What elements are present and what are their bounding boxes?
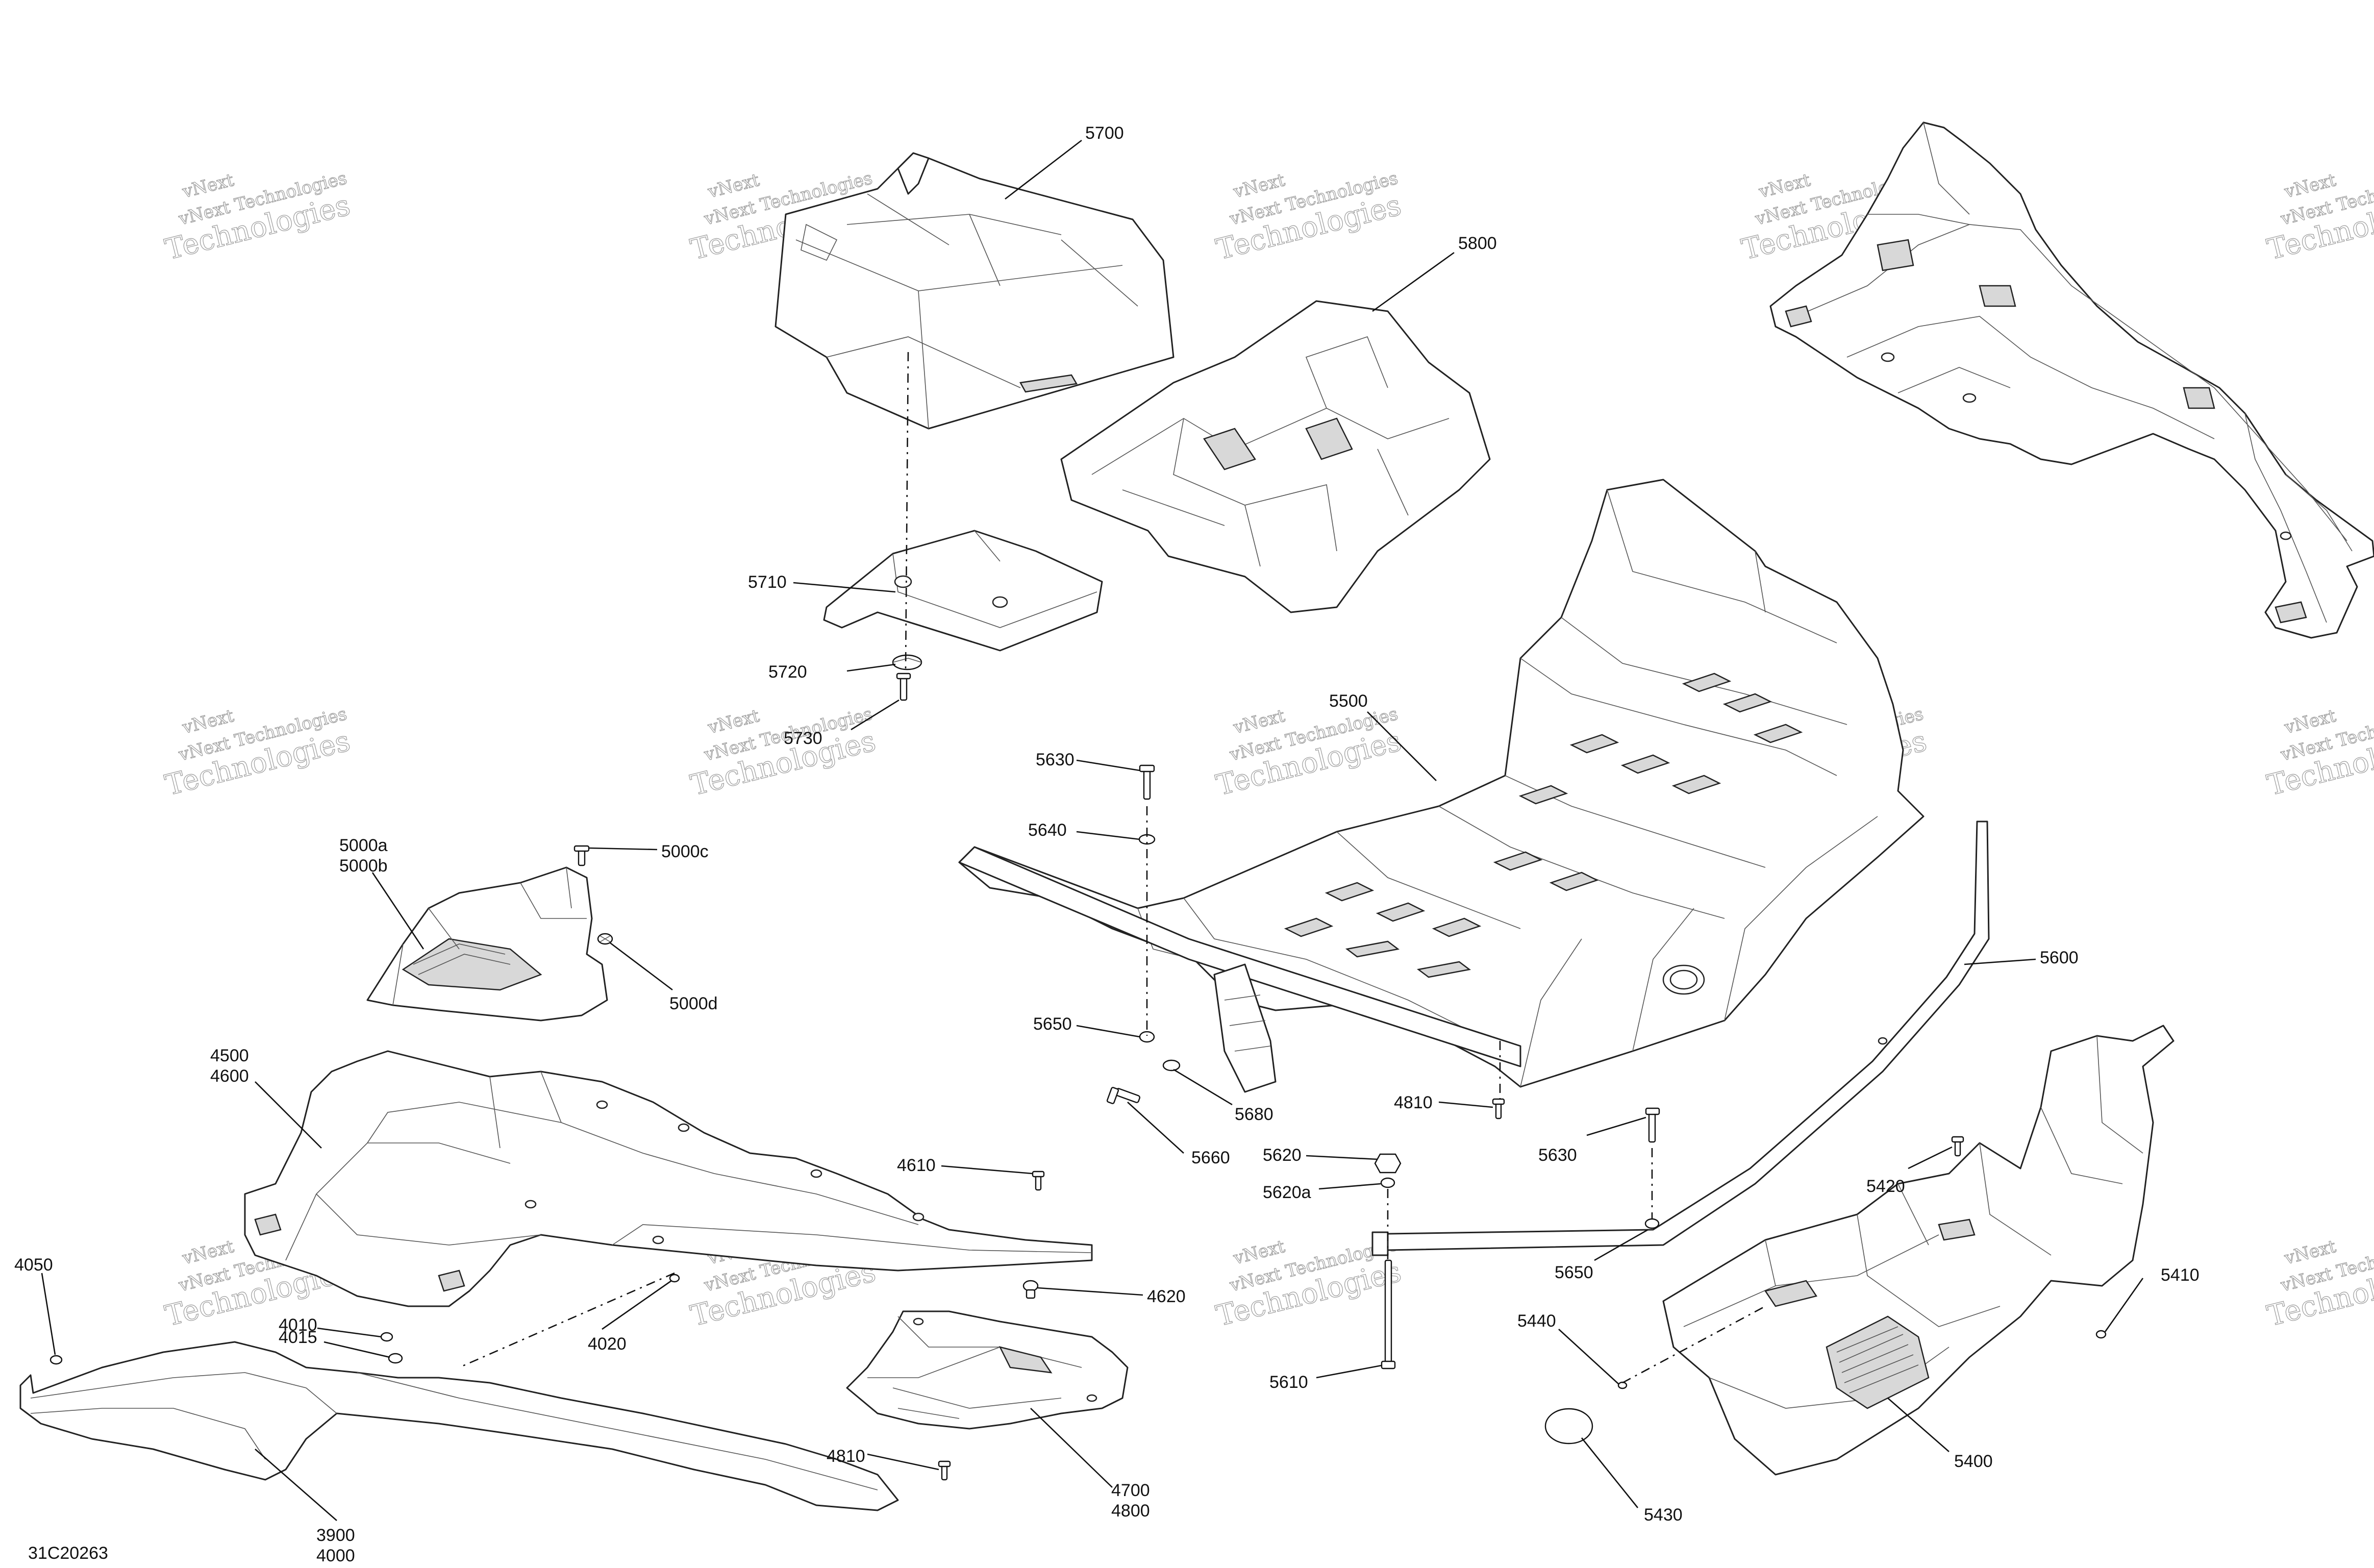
part-5600-tube-frame <box>1371 820 1990 1256</box>
callout-5710: 5710 <box>748 573 787 592</box>
part-4810-fastener-lower <box>938 1460 951 1481</box>
part-4700-skid-plate <box>846 1310 1129 1430</box>
callout-5700: 5700 <box>1085 123 1124 143</box>
part-rear-fender-assembly <box>1769 121 2374 639</box>
callout-4050: 4050 <box>14 1255 53 1275</box>
watermark: vNext vNext Technologies Technologies <box>1213 704 1405 803</box>
part-5800-tray <box>1060 300 1491 613</box>
part-5000-side-vent <box>366 866 608 1022</box>
watermark: vNext vNext Technologies Technologies <box>2264 168 2374 267</box>
part-5440-rivet <box>1617 1381 1628 1389</box>
part-5650-nut-lower <box>1644 1218 1660 1229</box>
callout-5720: 5720 <box>768 662 807 682</box>
watermark: vNext vNext Technologies Technologies <box>162 704 354 803</box>
part-5430-cap <box>1544 1408 1593 1445</box>
part-5710-plate <box>823 530 1103 652</box>
part-5620-nut <box>1374 1153 1402 1174</box>
callout-5630-lower: 5630 <box>1538 1146 1577 1165</box>
callout-5410: 5410 <box>2161 1265 2200 1285</box>
callout-5620a: 5620a <box>1263 1183 1311 1202</box>
part-5730-screw <box>896 673 911 701</box>
callout-5640: 5640 <box>1028 820 1067 840</box>
part-4010-screw <box>380 1332 393 1342</box>
callout-4810-upper: 4810 <box>1394 1093 1433 1112</box>
part-3900-rocker-panel <box>19 1341 899 1511</box>
callout-4800: 4800 <box>1111 1501 1150 1521</box>
part-5610-bolt-long <box>1381 1259 1396 1370</box>
part-5650-nut <box>1139 1031 1155 1043</box>
callout-5730: 5730 <box>784 729 822 748</box>
watermark: vNext vNext Technologies Technologies <box>162 168 354 267</box>
part-5000d-clip <box>597 933 613 945</box>
callout-5000d: 5000d <box>669 994 718 1013</box>
part-4050-screw <box>49 1355 63 1365</box>
part-4620-clip <box>1022 1280 1039 1299</box>
callout-4000: 4000 <box>316 1546 355 1565</box>
callout-4010: 4010 <box>279 1315 317 1335</box>
callout-5000c: 5000c <box>661 842 709 861</box>
watermark: vNext vNext Technologies Technologies <box>1213 168 1405 267</box>
callout-5000a: 5000a <box>339 836 388 855</box>
callout-5440: 5440 <box>1517 1311 1556 1331</box>
callout-5650-upper: 5650 <box>1033 1014 1072 1034</box>
part-5500-main-body <box>958 479 1925 1093</box>
callout-4500: 4500 <box>210 1046 249 1065</box>
part-5410-screw <box>2095 1330 2107 1339</box>
watermark: vNext vNext Technologies Technologies <box>1213 1234 1405 1333</box>
part-5700-console-cover <box>774 152 1174 430</box>
watermark: vNext vNext Technologies Technologies <box>687 704 880 803</box>
callout-5620: 5620 <box>1263 1146 1302 1165</box>
callout-5610: 5610 <box>1269 1373 1308 1392</box>
figure-id: 31C20263 <box>28 1544 108 1563</box>
callout-4020: 4020 <box>588 1334 627 1354</box>
callout-4610: 4610 <box>897 1156 936 1175</box>
watermark: vNext vNext Technologies Technologies <box>2264 1234 2374 1333</box>
part-5420-screw <box>1951 1136 1964 1157</box>
part-5000c-screw <box>573 845 590 866</box>
callout-5650-lower: 5650 <box>1555 1263 1593 1282</box>
callout-5500: 5500 <box>1329 691 1368 711</box>
callout-4015: 4015 <box>279 1328 317 1347</box>
part-5630-bolt <box>1139 764 1155 800</box>
part-4015-washer <box>388 1353 403 1364</box>
callout-5000b: 5000b <box>339 856 388 876</box>
callout-5630-upper: 5630 <box>1036 750 1074 769</box>
leader-lines <box>41 139 2144 1521</box>
part-5680-washer <box>1162 1059 1181 1072</box>
part-5400-front-fascia <box>1662 1025 2175 1476</box>
part-5660-bolt <box>1106 1087 1141 1104</box>
part-4810-fastener-upper <box>1492 1098 1505 1119</box>
callout-5420: 5420 <box>1866 1177 1905 1196</box>
part-4610-screw <box>1032 1171 1045 1191</box>
callout-4620: 4620 <box>1147 1287 1186 1306</box>
callout-4810-lower: 4810 <box>827 1447 865 1466</box>
watermark: vNext vNext Technologies Technologies <box>2264 704 2374 803</box>
part-4500-side-panel <box>244 1050 1093 1307</box>
callout-5430: 5430 <box>1644 1505 1683 1525</box>
callout-5680: 5680 <box>1235 1105 1273 1124</box>
part-5620a-washer <box>1380 1177 1395 1188</box>
part-5720-grommet <box>892 654 922 670</box>
callout-labels: 5700 5800 5710 5720 5730 5500 5630 5640 … <box>14 123 2200 1565</box>
callout-5800: 5800 <box>1458 234 1497 253</box>
callout-3900: 3900 <box>316 1526 355 1545</box>
callout-5400: 5400 <box>1954 1452 1993 1471</box>
callout-5660: 5660 <box>1191 1148 1230 1167</box>
callout-4700: 4700 <box>1111 1481 1150 1500</box>
callout-5600: 5600 <box>2040 948 2079 967</box>
part-5630-bolt-lower <box>1645 1107 1660 1143</box>
part-4020-rivet <box>669 1274 680 1283</box>
callout-4600: 4600 <box>210 1066 249 1086</box>
